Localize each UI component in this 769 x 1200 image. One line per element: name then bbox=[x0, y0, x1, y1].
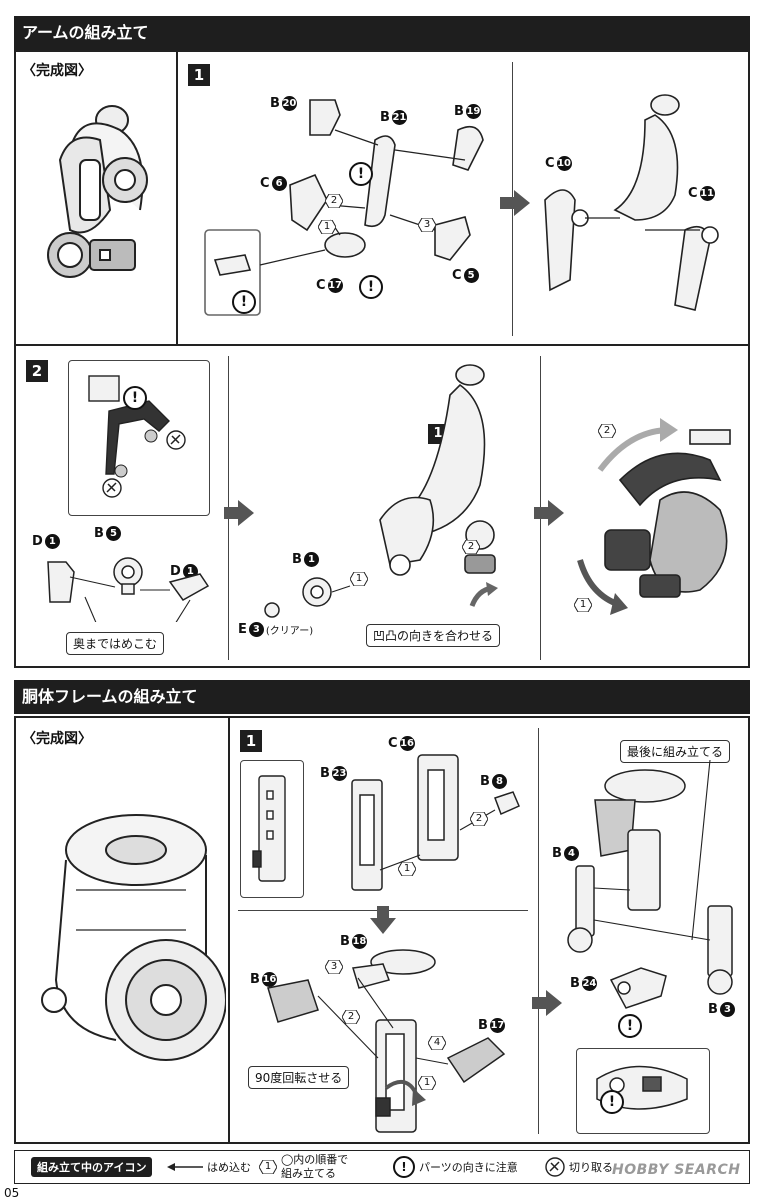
completed-label: 〈完成図〉 bbox=[22, 63, 92, 79]
order-marker-1: 1 bbox=[574, 598, 592, 612]
completed-label: 〈完成図〉 bbox=[22, 731, 92, 747]
detail-box bbox=[576, 1048, 710, 1134]
arm-completed-illustration bbox=[47, 105, 148, 278]
body-completed-illustration bbox=[41, 814, 226, 1061]
order-marker-3: 3 bbox=[325, 960, 343, 974]
order-marker-1: 1 bbox=[398, 862, 416, 876]
detail-box bbox=[240, 760, 304, 898]
order-marker-2: 2 bbox=[470, 812, 488, 826]
caution-icon: ! bbox=[123, 386, 147, 410]
body-step1-number: 1 bbox=[240, 730, 262, 752]
detail-box bbox=[68, 360, 210, 516]
order-marker-1: 1 bbox=[350, 572, 368, 586]
body-section-title: 胴体フレームの組み立て bbox=[14, 680, 750, 714]
arm-step2-subassembly bbox=[47, 557, 210, 622]
order-marker-2: 2 bbox=[598, 424, 616, 438]
arm-step2-assembly bbox=[379, 364, 496, 576]
arm-step1-result-view bbox=[544, 94, 719, 311]
legend-title: 組み立て中のアイコン bbox=[31, 1151, 153, 1183]
callout-rotate-90: 90度回転させる bbox=[248, 1066, 350, 1089]
order-marker-2: 2 bbox=[462, 540, 480, 554]
arm-divider bbox=[14, 344, 750, 346]
cut-icon bbox=[102, 478, 122, 498]
order-marker-4: 4 bbox=[428, 1036, 446, 1050]
caution-icon: ! bbox=[232, 290, 256, 314]
callout-assemble-last: 最後に組み立てる bbox=[620, 740, 731, 763]
order-marker-2: 2 bbox=[325, 194, 343, 208]
order-marker-2: 2 bbox=[342, 1010, 360, 1024]
next-arrow-icon bbox=[500, 190, 530, 216]
arm-step2-result-view bbox=[577, 418, 731, 615]
down-arrow-icon bbox=[370, 906, 396, 934]
legend-order: 1 ◯内の順番で組み立てる bbox=[259, 1151, 348, 1183]
body-step-divider bbox=[538, 728, 539, 1134]
icon-legend: 組み立て中のアイコン はめ込む 1 ◯内の順番で組み立てる ! パーツの向きに注… bbox=[14, 1150, 750, 1184]
next-arrow-icon bbox=[534, 500, 564, 526]
legend-caution: ! パーツの向きに注意 bbox=[393, 1151, 518, 1183]
body-b24-part bbox=[609, 967, 667, 1009]
arm-divider-v bbox=[176, 50, 178, 344]
caution-icon: ! bbox=[359, 275, 383, 299]
callout-align: 凹凸の向きを合わせる bbox=[366, 624, 501, 647]
arm-step1-exploded-view bbox=[204, 99, 484, 316]
legend-insert: はめ込む bbox=[167, 1151, 251, 1183]
body-step1-top-view bbox=[351, 754, 520, 891]
callout-push-fully: 奥まではめこむ bbox=[66, 632, 165, 655]
caution-icon: ! bbox=[600, 1090, 624, 1114]
caution-icon: ! bbox=[393, 1156, 415, 1178]
body-divider-v bbox=[228, 716, 230, 1144]
arm-step2-b1-part bbox=[264, 577, 351, 618]
next-arrow-icon bbox=[224, 500, 254, 526]
page-number: 05 bbox=[4, 1186, 20, 1200]
arm-section-title: アームの組み立て bbox=[14, 16, 750, 50]
legend-cut: 切り取る bbox=[545, 1151, 613, 1183]
order-marker-3: 3 bbox=[418, 218, 436, 232]
arm-step1-number: 1 bbox=[188, 64, 210, 86]
next-arrow-icon bbox=[532, 990, 562, 1016]
body-section-frame bbox=[14, 716, 750, 1144]
cut-icon bbox=[166, 430, 186, 450]
arm-step2-number: 2 bbox=[26, 360, 48, 382]
watermark: HOBBY SEARCH bbox=[612, 1162, 741, 1178]
arm-section-frame bbox=[14, 50, 750, 668]
order-marker-1: 1 bbox=[418, 1076, 436, 1090]
body-step1-final-view bbox=[567, 760, 733, 995]
body-step1-bottom-view bbox=[267, 949, 506, 1133]
insert-arrow-icon bbox=[167, 1163, 203, 1171]
order-marker-1: 1 bbox=[318, 220, 336, 234]
cut-icon bbox=[545, 1157, 565, 1177]
caution-icon: ! bbox=[349, 162, 373, 186]
rotate-arrow-icon bbox=[469, 582, 498, 607]
caution-icon: ! bbox=[618, 1014, 642, 1038]
order-marker-icon: 1 bbox=[259, 1160, 277, 1174]
